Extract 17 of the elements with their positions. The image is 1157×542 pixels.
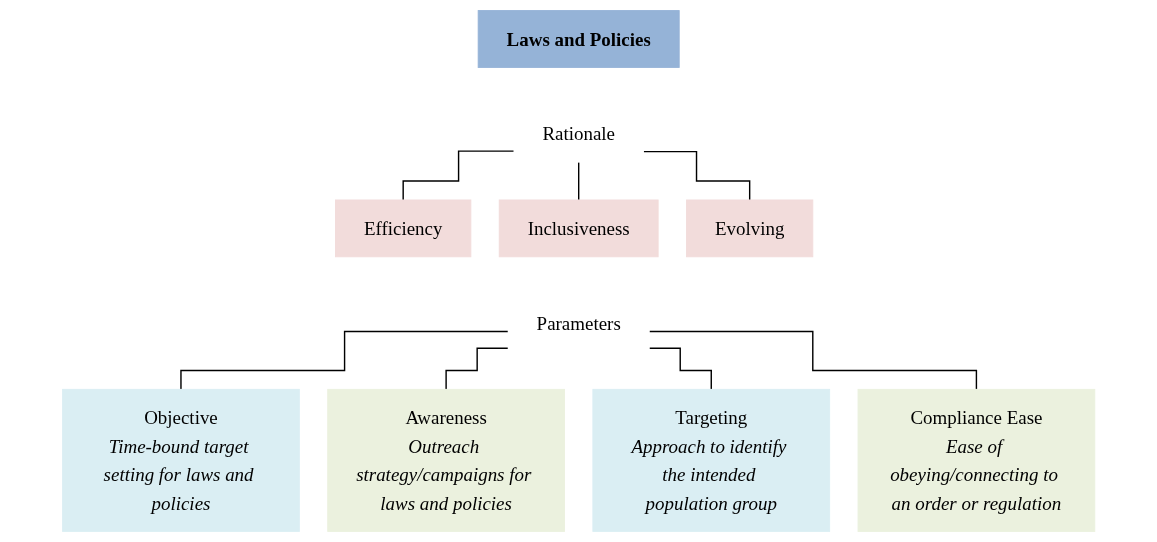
node-box: Laws and Policies [477,10,680,68]
connector [648,330,977,391]
node-box: Evolving [685,199,814,258]
node-box: Compliance Ease Ease of obeying/connecting to an order or regulation [857,388,1096,532]
node-box: Targeting Approach to identify the intended population group [592,388,830,532]
node-box: Inclusiveness [498,199,659,258]
node-box: Efficiency [334,199,472,258]
node-text: Parameters [536,312,621,334]
connector [577,161,580,201]
connector [648,347,712,391]
connector [180,330,509,391]
connector [445,347,509,391]
connector [402,150,515,201]
node-text: Rationale [542,123,615,145]
node-box: Objective Time-bound target setting for laws and policies [61,388,300,532]
connector [642,150,751,201]
node-box: Awareness Outreach strategy/campaigns for laws and policies [327,388,565,532]
